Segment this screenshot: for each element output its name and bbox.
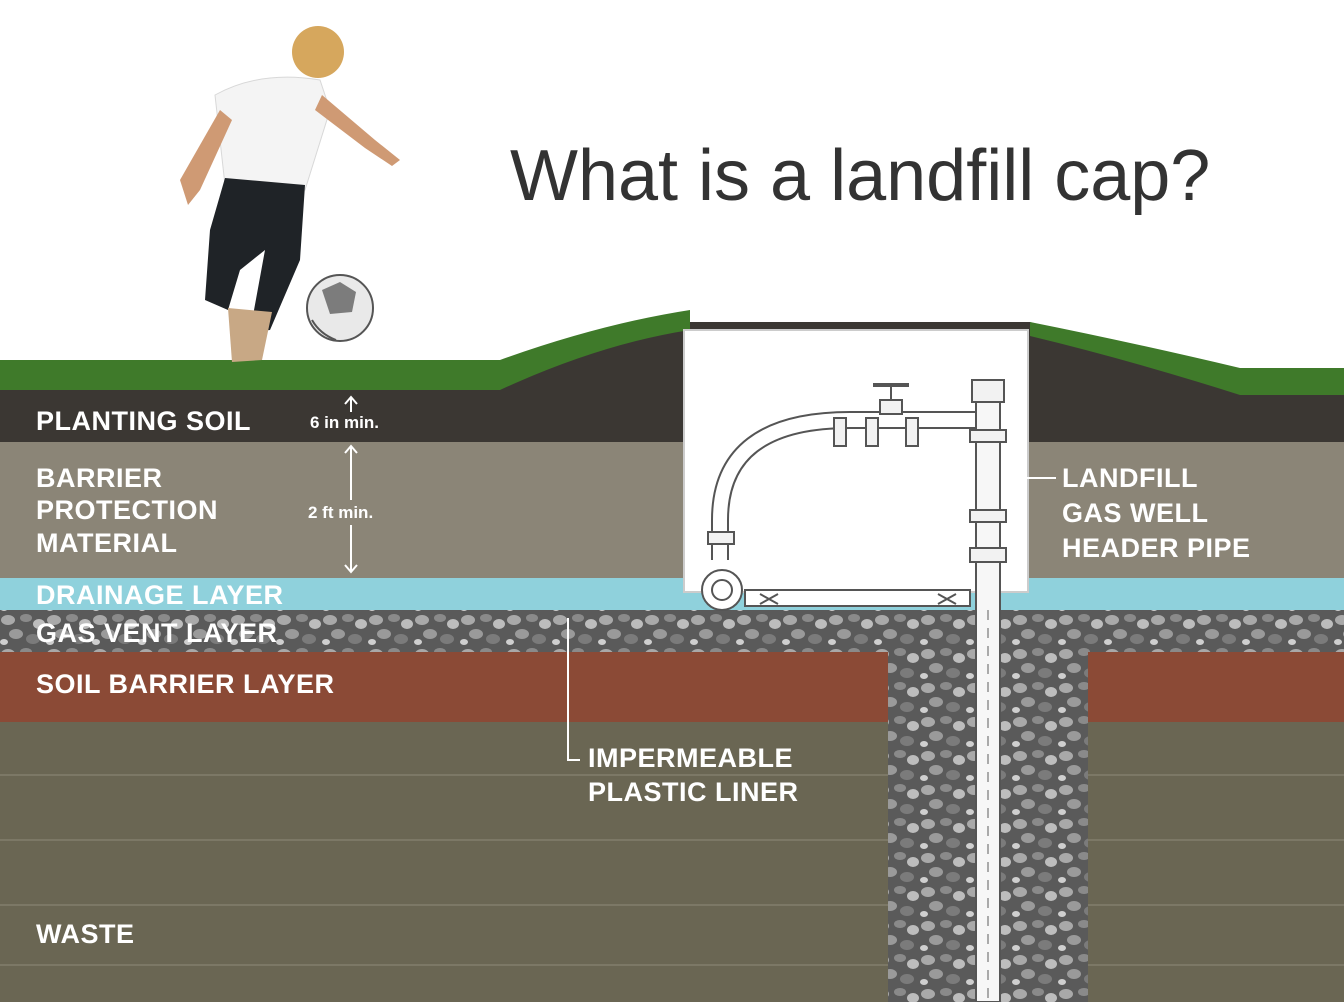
diagram-title: What is a landfill cap?: [510, 136, 1210, 216]
barrier-dimension: [344, 444, 358, 574]
gas-well-label-line-1: LANDFILL: [1062, 463, 1198, 493]
barrier-label-line-1: BARRIER: [36, 463, 163, 493]
barrier-label-line-2: PROTECTION: [36, 495, 218, 525]
barrier-protection-layer: [0, 442, 1344, 578]
drainage-layer: [0, 578, 1344, 610]
planting-soil-dimension: [344, 395, 358, 412]
drainage-label: DRAINAGE LAYER: [36, 580, 284, 610]
gas-well-pipe: [969, 379, 1007, 1003]
gas-vent-layer: [0, 610, 1344, 652]
waste-label: WASTE: [36, 919, 135, 949]
barrier-dimension-label: 2 ft min.: [308, 503, 373, 522]
liner-label-line-2: PLASTIC LINER: [588, 777, 799, 807]
gas-well-label-line-2: GAS WELL: [1062, 498, 1209, 528]
soccer-ball: [306, 274, 374, 342]
soil-barrier-layer: [0, 652, 1344, 722]
grass-strip: [0, 310, 690, 390]
boy-figure: [180, 26, 400, 362]
gas-vent-label: GAS VENT LAYER: [36, 618, 278, 648]
planting-soil-label: PLANTING SOIL: [36, 406, 251, 436]
waste-layer: [0, 722, 1344, 1002]
planting-soil-dimension-label: 6 in min.: [310, 413, 379, 432]
soil-barrier-label: SOIL BARRIER LAYER: [36, 669, 335, 699]
grass-strip-right: [1030, 322, 1344, 395]
liner-leader: [567, 618, 580, 761]
barrier-label-line-3: MATERIAL: [36, 528, 177, 558]
waste-stripes: [0, 774, 1344, 966]
liner-label-line-1: IMPERMEABLE: [588, 743, 793, 773]
header-pipe: [701, 383, 975, 611]
gas-well-label-line-3: HEADER PIPE: [1062, 533, 1251, 563]
